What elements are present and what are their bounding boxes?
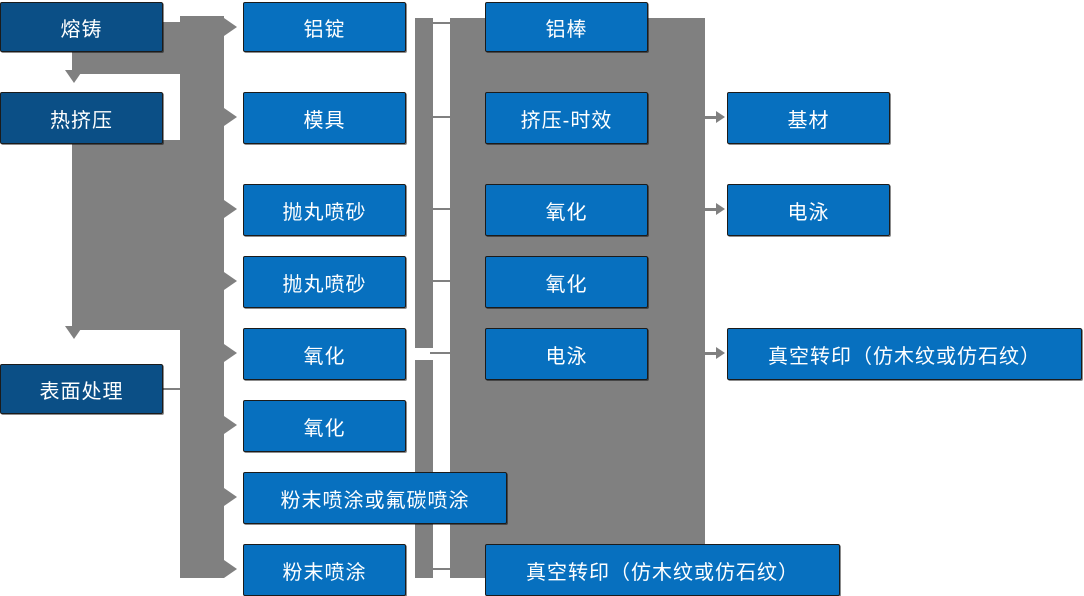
treat-aluminium-bar[interactable]: 铝棒 xyxy=(485,2,648,52)
rung-oxidation-2 xyxy=(430,280,456,282)
proc-oxidation-2[interactable]: 氧化 xyxy=(243,400,406,452)
stage-melt-cast[interactable]: 熔铸 xyxy=(0,2,163,52)
treat-aluminium-bar-label: 铝棒 xyxy=(545,18,588,41)
stage-surface-treatment-label: 表面处理 xyxy=(39,380,124,403)
connector-arrow-down-to-hot-extrusion xyxy=(65,70,83,83)
proc-shot-blast-1-label: 抛丸喷砂 xyxy=(282,201,367,224)
arrow-to-powder-coating xyxy=(224,560,237,578)
arrow-to-mould xyxy=(224,108,237,126)
treat-oxidation-1[interactable]: 氧化 xyxy=(485,184,648,236)
rung-extrude-aging xyxy=(430,116,456,118)
arrow-to-base-material xyxy=(705,111,725,123)
connector-trunk-left-mid xyxy=(72,140,182,330)
arrow-to-shot-blast-1 xyxy=(224,200,237,218)
rung-aluminium-bar xyxy=(430,22,456,24)
proc-mould[interactable]: 模具 xyxy=(243,92,406,144)
proc-powder-or-pvdf[interactable]: 粉末喷涂或氟碳喷涂 xyxy=(243,472,507,524)
proc-shot-blast-1[interactable]: 抛丸喷砂 xyxy=(243,184,406,236)
out-base-material-label: 基材 xyxy=(787,109,830,132)
treat-oxidation-1-label: 氧化 xyxy=(545,201,588,224)
rung-electrophoresis xyxy=(430,352,456,354)
proc-shot-blast-2[interactable]: 抛丸喷砂 xyxy=(243,256,406,308)
out-vacuum-transfer[interactable]: 真空转印（仿木纹或仿石纹） xyxy=(727,328,1082,380)
out-electrophoresis[interactable]: 电泳 xyxy=(727,184,890,236)
arrow-to-vacuum-transfer-output xyxy=(705,347,725,359)
stage-melt-cast-label: 熔铸 xyxy=(60,18,103,41)
proc-powder-coating[interactable]: 粉末喷涂 xyxy=(243,544,406,596)
proc-oxidation-2-label: 氧化 xyxy=(303,417,346,440)
connector-bar-materials xyxy=(180,16,224,578)
out-base-material[interactable]: 基材 xyxy=(727,92,890,144)
stage-hot-extrusion[interactable]: 热挤压 xyxy=(0,92,163,144)
arrow-to-powder-or-pvdf xyxy=(224,488,237,506)
proc-mould-label: 模具 xyxy=(303,109,346,132)
arrow-to-oxidation-2 xyxy=(224,416,237,434)
connector-bar-bridge-upper xyxy=(415,18,433,348)
treat-vacuum-transfer[interactable]: 真空转印（仿木纹或仿石纹） xyxy=(485,544,840,596)
treat-extrude-aging-label: 挤压-时效 xyxy=(520,109,613,132)
proc-oxidation-1-label: 氧化 xyxy=(303,345,346,368)
proc-aluminium-ingot-label: 铝锭 xyxy=(303,18,346,41)
treat-vacuum-transfer-label: 真空转印（仿木纹或仿石纹） xyxy=(526,561,799,584)
arrow-to-shot-blast-2 xyxy=(224,272,237,290)
stage-surface-treatment[interactable]: 表面处理 xyxy=(0,364,163,414)
arrow-to-electrophoresis-output xyxy=(705,203,725,215)
connector-bar-bridge-lower xyxy=(415,360,433,578)
treat-electrophoresis[interactable]: 电泳 xyxy=(485,328,648,380)
proc-aluminium-ingot[interactable]: 铝锭 xyxy=(243,2,406,52)
connector-stub-surface-treatment xyxy=(162,388,188,390)
rung-oxidation-1 xyxy=(430,208,456,210)
proc-powder-or-pvdf-label: 粉末喷涂或氟碳喷涂 xyxy=(280,489,470,512)
out-vacuum-transfer-label: 真空转印（仿木纹或仿石纹） xyxy=(768,345,1041,368)
stage-hot-extrusion-label: 热挤压 xyxy=(50,109,113,132)
out-electrophoresis-label: 电泳 xyxy=(787,201,830,224)
proc-shot-blast-2-label: 抛丸喷砂 xyxy=(282,273,367,296)
arrow-to-aluminium-ingot xyxy=(224,18,237,36)
proc-oxidation-1[interactable]: 氧化 xyxy=(243,328,406,380)
arrow-to-oxidation-1 xyxy=(224,344,237,362)
treat-oxidation-2-label: 氧化 xyxy=(545,273,588,296)
proc-powder-coating-label: 粉末喷涂 xyxy=(282,561,367,584)
connector-arrow-down-to-surface-treatment xyxy=(65,326,83,339)
rung-vacuum-transfer xyxy=(430,568,456,570)
treat-electrophoresis-label: 电泳 xyxy=(545,345,588,368)
treat-extrude-aging[interactable]: 挤压-时效 xyxy=(485,92,648,144)
treat-oxidation-2[interactable]: 氧化 xyxy=(485,256,648,308)
